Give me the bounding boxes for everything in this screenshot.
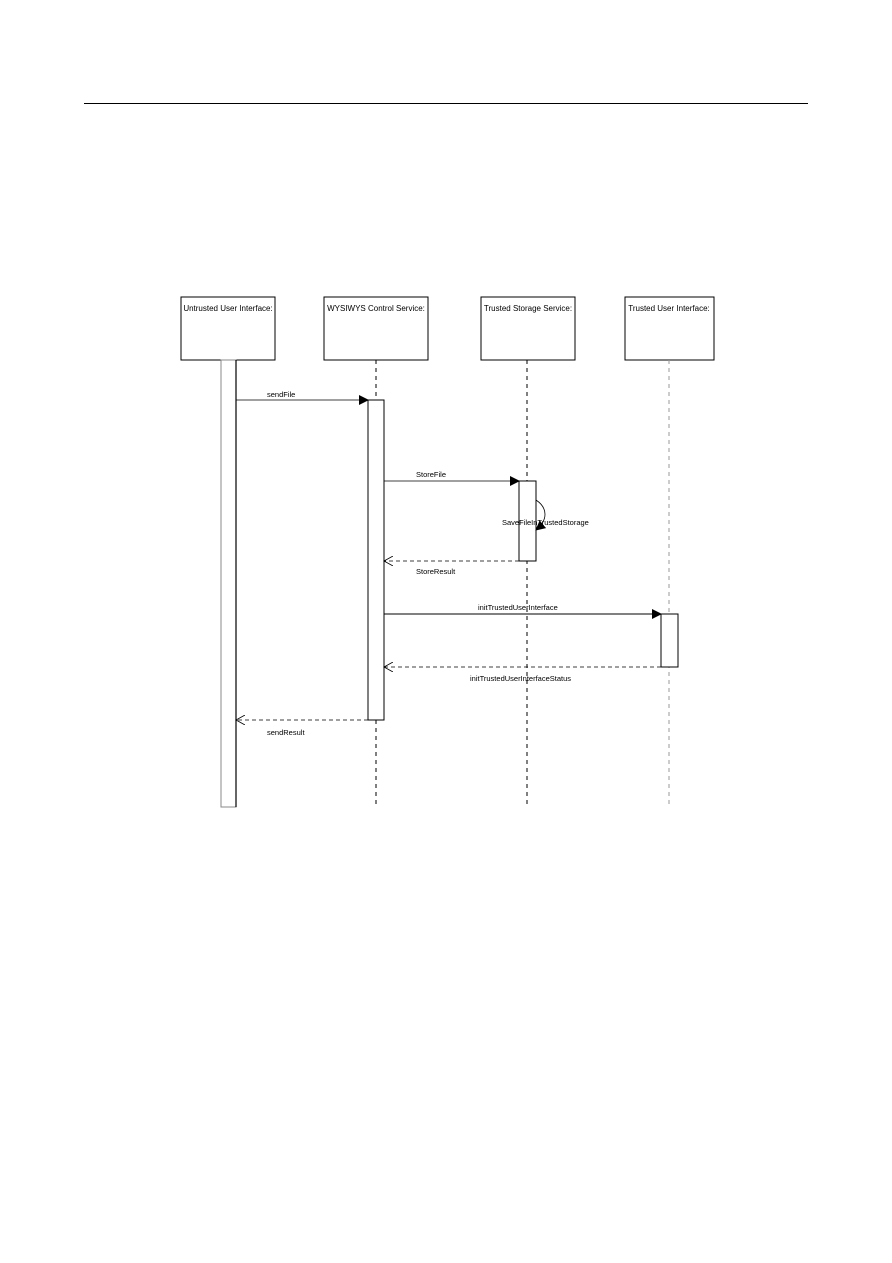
participant-trusted-ui: Trusted User Interface: — [624, 296, 715, 361]
message-sendfile: sendFile — [236, 390, 369, 405]
message-label: sendFile — [267, 390, 295, 399]
message-label: initTrustedUserInterfaceStatus — [470, 674, 571, 683]
message-label: SaveFileInTrustedStorage — [502, 518, 589, 527]
participant-storage-service: Trusted Storage Service: — [480, 296, 576, 361]
participant-label: Trusted Storage Service: — [484, 304, 572, 313]
message-storeresult: StoreResult — [384, 561, 519, 576]
message-label: StoreFile — [416, 470, 446, 479]
message-label: StoreResult — [416, 567, 456, 576]
message-storefile: StoreFile — [384, 470, 520, 486]
message-inittrusteduserinterface: initTrustedUserInterface — [384, 603, 662, 619]
participant-label: Trusted User Interface: — [628, 304, 710, 313]
participant-label: Untrusted User Interface: — [183, 304, 272, 313]
message-savefile-self: SaveFileInTrustedStorage — [502, 499, 589, 531]
message-inittrusteduserinterfacestatus: initTrustedUserInterfaceStatus — [384, 667, 661, 683]
message-sendresult: sendResult — [236, 720, 368, 737]
participant-control-service: WYSIWYS Control Service: — [323, 296, 429, 361]
participant-untrusted-ui: Untrusted User Interface: — [180, 296, 276, 361]
message-label: sendResult — [267, 728, 305, 737]
lifeline-untrusted-ui — [220, 359, 237, 808]
message-label: initTrustedUserInterface — [478, 603, 558, 612]
participant-label: WYSIWYS Control Service: — [327, 304, 425, 313]
header-rule — [84, 103, 808, 104]
activation-trusted-ui — [660, 613, 679, 668]
activation-control-service — [367, 399, 385, 721]
